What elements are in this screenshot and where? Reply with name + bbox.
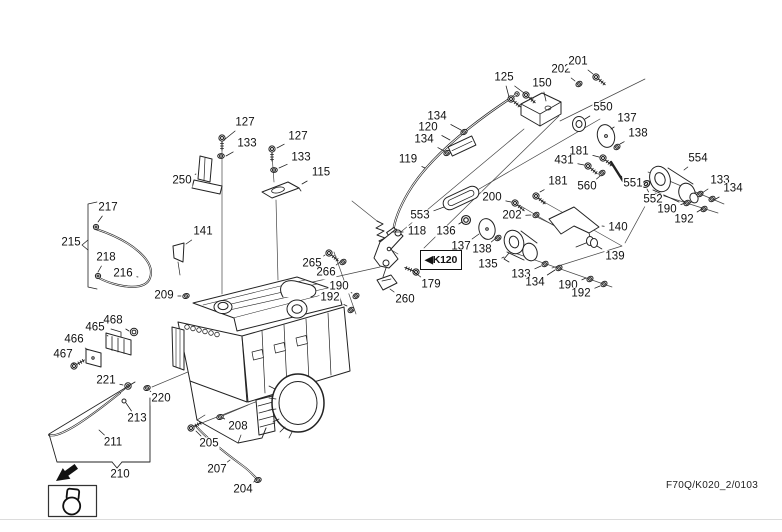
washer-192 <box>599 279 609 289</box>
washer-134 <box>707 194 717 204</box>
bolt-431 <box>583 161 600 177</box>
motor-135 <box>503 229 538 263</box>
wire-harness-216 <box>92 223 152 288</box>
bulb-symbol-box <box>47 484 98 518</box>
belt-553 <box>442 185 480 211</box>
turbo-pipe <box>280 280 317 298</box>
washer-220 <box>142 384 152 392</box>
washer-133 <box>217 153 225 159</box>
bolt-201 <box>591 72 608 88</box>
flywheel-housing <box>271 373 325 433</box>
plate-141 <box>172 242 185 276</box>
bracket-215-dimension <box>81 201 98 290</box>
bolt-127 <box>218 134 226 151</box>
washer-133 <box>270 167 278 173</box>
plate-115 <box>261 181 302 199</box>
plate-120 <box>447 135 477 157</box>
bolt-200 <box>510 198 527 214</box>
boundary-210 <box>48 381 151 469</box>
alternator-554 <box>649 165 699 204</box>
washer-133 <box>540 259 550 269</box>
k120-reference-box[interactable]: ◀K120 <box>420 250 462 270</box>
bulb-icon <box>62 487 82 516</box>
bolt-127 <box>268 145 276 162</box>
washer-208 <box>215 413 225 421</box>
bracket-140 <box>548 206 600 248</box>
plate-466 <box>85 348 102 368</box>
washer-192 <box>699 204 709 214</box>
washer-209 <box>181 292 191 300</box>
injection-pump-fittings <box>184 324 220 338</box>
ferrule-213 <box>121 398 127 404</box>
bolt-265 <box>324 248 341 264</box>
bolt-181 <box>531 191 548 207</box>
washer-560 <box>597 168 607 178</box>
washer-134 <box>554 263 564 273</box>
drawing-code: F70Q/K020_2/0103 <box>666 480 759 491</box>
direction-arrow-icon <box>56 464 78 481</box>
engine-drawing <box>171 276 351 444</box>
page-divider <box>0 519 782 520</box>
bolt-467 <box>69 356 87 371</box>
sensor-block-465 <box>105 328 132 356</box>
fuel-pipe-207 <box>195 425 258 480</box>
throttle-cable-119 <box>386 91 520 239</box>
clamp-260 <box>376 274 398 291</box>
nut-136 <box>460 214 472 226</box>
pin-551 <box>609 160 625 183</box>
disc-137b <box>478 218 496 240</box>
nut-468 <box>129 327 139 337</box>
throttle-lever <box>373 228 404 278</box>
grommet-550 <box>572 116 586 132</box>
washer-190 <box>585 274 595 284</box>
washer-202 <box>574 79 584 89</box>
leader-lines <box>72 69 720 483</box>
washer-138 <box>493 233 503 243</box>
bushing-139 <box>586 236 598 248</box>
bolt-181 <box>598 153 615 169</box>
disc-137 <box>596 124 616 148</box>
washer-190 <box>351 291 361 301</box>
bracket-250 <box>191 155 223 195</box>
